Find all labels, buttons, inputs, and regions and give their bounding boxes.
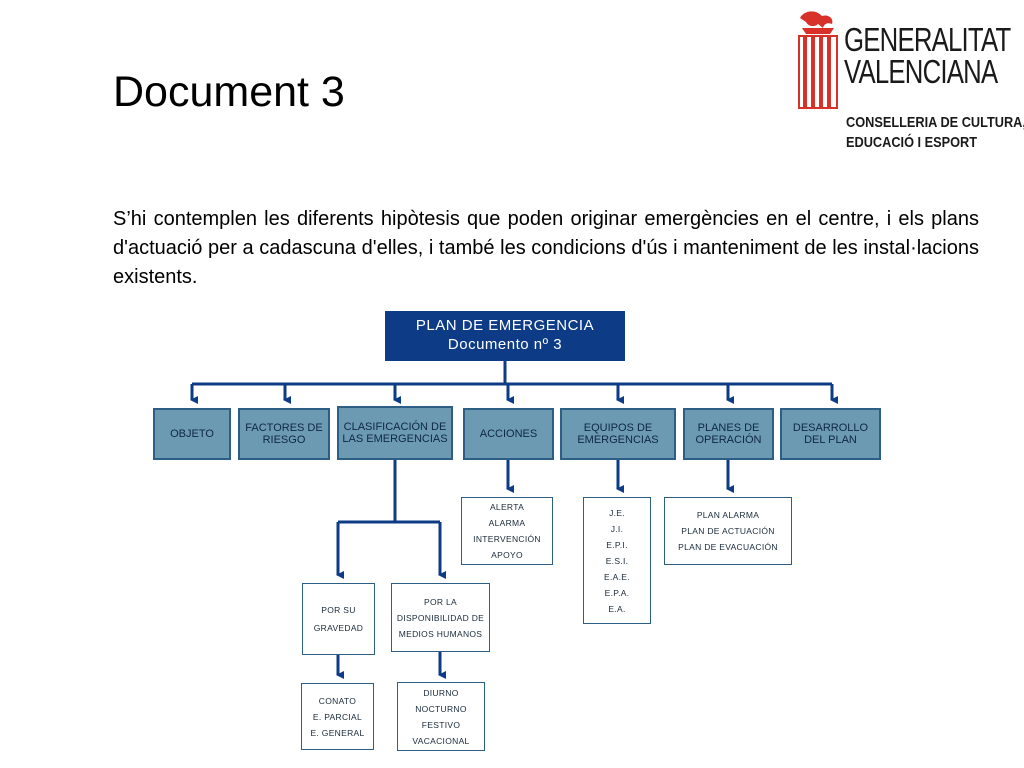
planes-list: PLAN ALARMA PLAN DE ACTUACIÓN PLAN DE EV… [664, 497, 792, 565]
list-item: E.A. [608, 603, 626, 614]
org-name-line2: VALENCIANA [844, 53, 998, 90]
list-item: DIURNO [423, 687, 459, 698]
list-item: E.P.A. [604, 587, 630, 598]
list-item: NOCTURNO [415, 703, 467, 714]
list-item: PLAN DE EVACUACIÓN [678, 542, 778, 552]
list-item: ALERTA [489, 502, 525, 512]
category-acciones: ACCIONES [463, 408, 554, 460]
sub-por-gravedad: POR SU GRAVEDAD [302, 583, 375, 655]
list-item: PLAN DE ACTUACIÓN [681, 526, 775, 536]
dept-name-line2: EDUCACIÓ I ESPORT [846, 134, 978, 151]
list-item: CONATO [318, 695, 357, 706]
list-item: APOYO [491, 550, 523, 560]
disponibilidad-list: DIURNO NOCTURNO FESTIVO VACACIONAL [397, 682, 485, 751]
list-item: ALARMA [488, 518, 526, 528]
list-item: PLAN ALARMA [696, 510, 760, 520]
slide-title: Document 3 [113, 68, 345, 116]
list-item: VACACIONAL [412, 735, 470, 746]
list-item: J.I. [610, 523, 624, 534]
root-subtitle: Documento nº 3 [447, 336, 563, 353]
list-item: J.E. [609, 507, 625, 518]
list-item: E. PARCIAL [312, 711, 363, 722]
bat-crest-icon [798, 11, 838, 109]
root-title: PLAN DE EMERGENCIA [415, 317, 595, 334]
category-clasificacion: CLASIFICACIÓN DE LAS EMERGENCIAS [337, 406, 453, 460]
category-factores-riesgo: FACTORES DE RIESGO [238, 408, 330, 460]
category-equipos: EQUIPOS DE EMERGENCIAS [560, 408, 676, 460]
list-item: INTERVENCIÓN [473, 534, 541, 544]
dept-name-line1: CONSELLERIA DE CULTURA, [846, 114, 1024, 131]
list-item: FESTIVO [421, 719, 461, 730]
list-item: E.P.I. [606, 539, 628, 550]
generalitat-logo: GENERALITAT VALENCIANA CONSELLERIA DE CU… [794, 10, 1024, 160]
gravedad-list: CONATO E. PARCIAL E. GENERAL [301, 683, 374, 750]
category-objeto: OBJETO [153, 408, 231, 460]
category-planes-operacion: PLANES DE OPERACIÓN [683, 408, 774, 460]
body-paragraph: S’hi contemplen les diferents hipòtesis … [113, 208, 979, 288]
acciones-list: ALERTA ALARMA INTERVENCIÓN APOYO [461, 497, 553, 565]
org-name-line1: GENERALITAT [844, 21, 1011, 58]
list-item: E.A.E. [604, 571, 630, 582]
root-node-plan-emergencia: PLAN DE EMERGENCIA Documento nº 3 [385, 311, 625, 361]
list-item: E. GENERAL [310, 727, 365, 738]
sub-por-disponibilidad: POR LA DISPONIBILIDAD DE MEDIOS HUMANOS [391, 583, 490, 652]
category-desarrollo-plan: DESARROLLO DEL PLAN [780, 408, 881, 460]
list-item: E.S.I. [605, 555, 629, 566]
equipos-list: J.E. J.I. E.P.I. E.S.I. E.A.E. E.P.A. E.… [583, 497, 651, 624]
